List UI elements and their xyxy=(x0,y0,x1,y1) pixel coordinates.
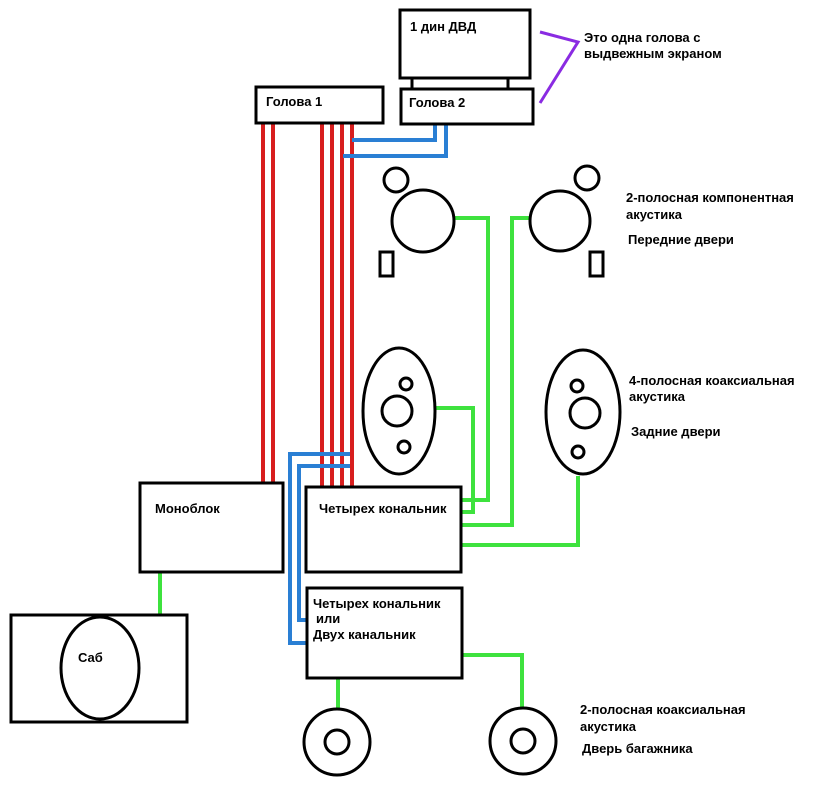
four-channel-amp: Четырех кональник xyxy=(304,485,463,574)
rear-speaker-left xyxy=(361,346,437,476)
blue-wire-low-2 xyxy=(297,464,350,622)
trunk-speaker-left xyxy=(302,707,372,777)
head-note-line-1: Это одна голова с xyxy=(584,30,701,45)
tweeter-icon xyxy=(396,439,412,455)
trunk-note-line-1: 2-полосная коаксиальная xyxy=(580,702,746,717)
head2-label: Голова 2 xyxy=(409,95,465,110)
midrange-icon xyxy=(568,396,602,430)
rear-note-line-1: 4-полосная коаксиальная xyxy=(629,373,795,388)
monoblock-label: Моноблок xyxy=(155,501,220,516)
midrange-icon xyxy=(380,394,414,428)
green-wire-rear-left xyxy=(435,406,475,514)
amp4-label: Четырех кональник xyxy=(319,501,447,516)
front-note-line-3: Передние двери xyxy=(628,232,734,247)
annotation-bracket xyxy=(538,30,581,104)
trunk-amp-line-2: или xyxy=(316,611,340,626)
green-wire-trunk-right xyxy=(462,653,524,710)
subwoofer: Саб xyxy=(9,613,189,724)
dvd-label: 1 дин ДВД xyxy=(410,19,477,34)
trunk-amp: Четырех кональник или Двух канальник xyxy=(305,586,464,680)
rear-speaker-right xyxy=(544,348,622,476)
blue-rca-wires xyxy=(288,124,448,645)
blue-wire-top-1 xyxy=(352,124,437,142)
trunk-amp-line-3: Двух канальник xyxy=(313,627,416,642)
green-speaker-wires xyxy=(158,216,580,710)
tweeter-icon xyxy=(382,166,410,194)
trunk-speaker-right xyxy=(488,706,558,776)
blue-wire-top-2 xyxy=(343,124,448,158)
front-speaker-left xyxy=(378,166,456,278)
monoblock-box xyxy=(138,481,285,574)
woofer-icon xyxy=(390,188,456,254)
tweeter-icon xyxy=(569,378,585,394)
trunk-amp-line-1: Четырех кональник xyxy=(313,596,441,611)
head1-box xyxy=(254,85,385,125)
dvd-box xyxy=(398,8,532,80)
front-note-line-2: акустика xyxy=(626,207,683,222)
amp4-box xyxy=(304,485,463,574)
head1-label: Голова 1 xyxy=(266,94,322,109)
head-unit-1: Голова 1 xyxy=(254,85,385,125)
green-wire-front-right xyxy=(462,216,532,527)
head-note-line-2: выдвежным экраном xyxy=(584,46,722,61)
red-rca-wires xyxy=(261,122,354,487)
head-unit-2: Голова 2 xyxy=(399,87,535,126)
tweeter-icon xyxy=(573,164,601,192)
trunk-amp-box xyxy=(305,586,464,680)
monoblock-amp: Моноблок xyxy=(138,481,285,574)
woofer-icon xyxy=(528,189,592,253)
sub-speaker-icon xyxy=(59,615,141,721)
front-speaker-right xyxy=(528,164,605,278)
front-note-line-1: 2-полосная компонентная xyxy=(626,190,794,205)
dust-cap-icon xyxy=(323,728,351,756)
trunk-note-line-3: Дверь багажника xyxy=(582,741,693,756)
dust-cap-icon xyxy=(509,727,537,755)
trunk-note-line-2: акустика xyxy=(580,719,637,734)
crossover-icon xyxy=(588,250,605,278)
tweeter-icon xyxy=(570,444,586,460)
rear-note-line-2: акустика xyxy=(629,389,686,404)
dvd-unit: 1 дин ДВД xyxy=(398,8,532,90)
rear-note-line-3: Задние двери xyxy=(631,424,721,439)
head2-box xyxy=(399,87,535,126)
tweeter-icon xyxy=(398,376,414,392)
blue-wire-low-1 xyxy=(288,452,350,645)
green-wire-rear-right xyxy=(462,476,580,547)
crossover-icon xyxy=(378,250,395,278)
sub-label: Саб xyxy=(78,650,103,665)
